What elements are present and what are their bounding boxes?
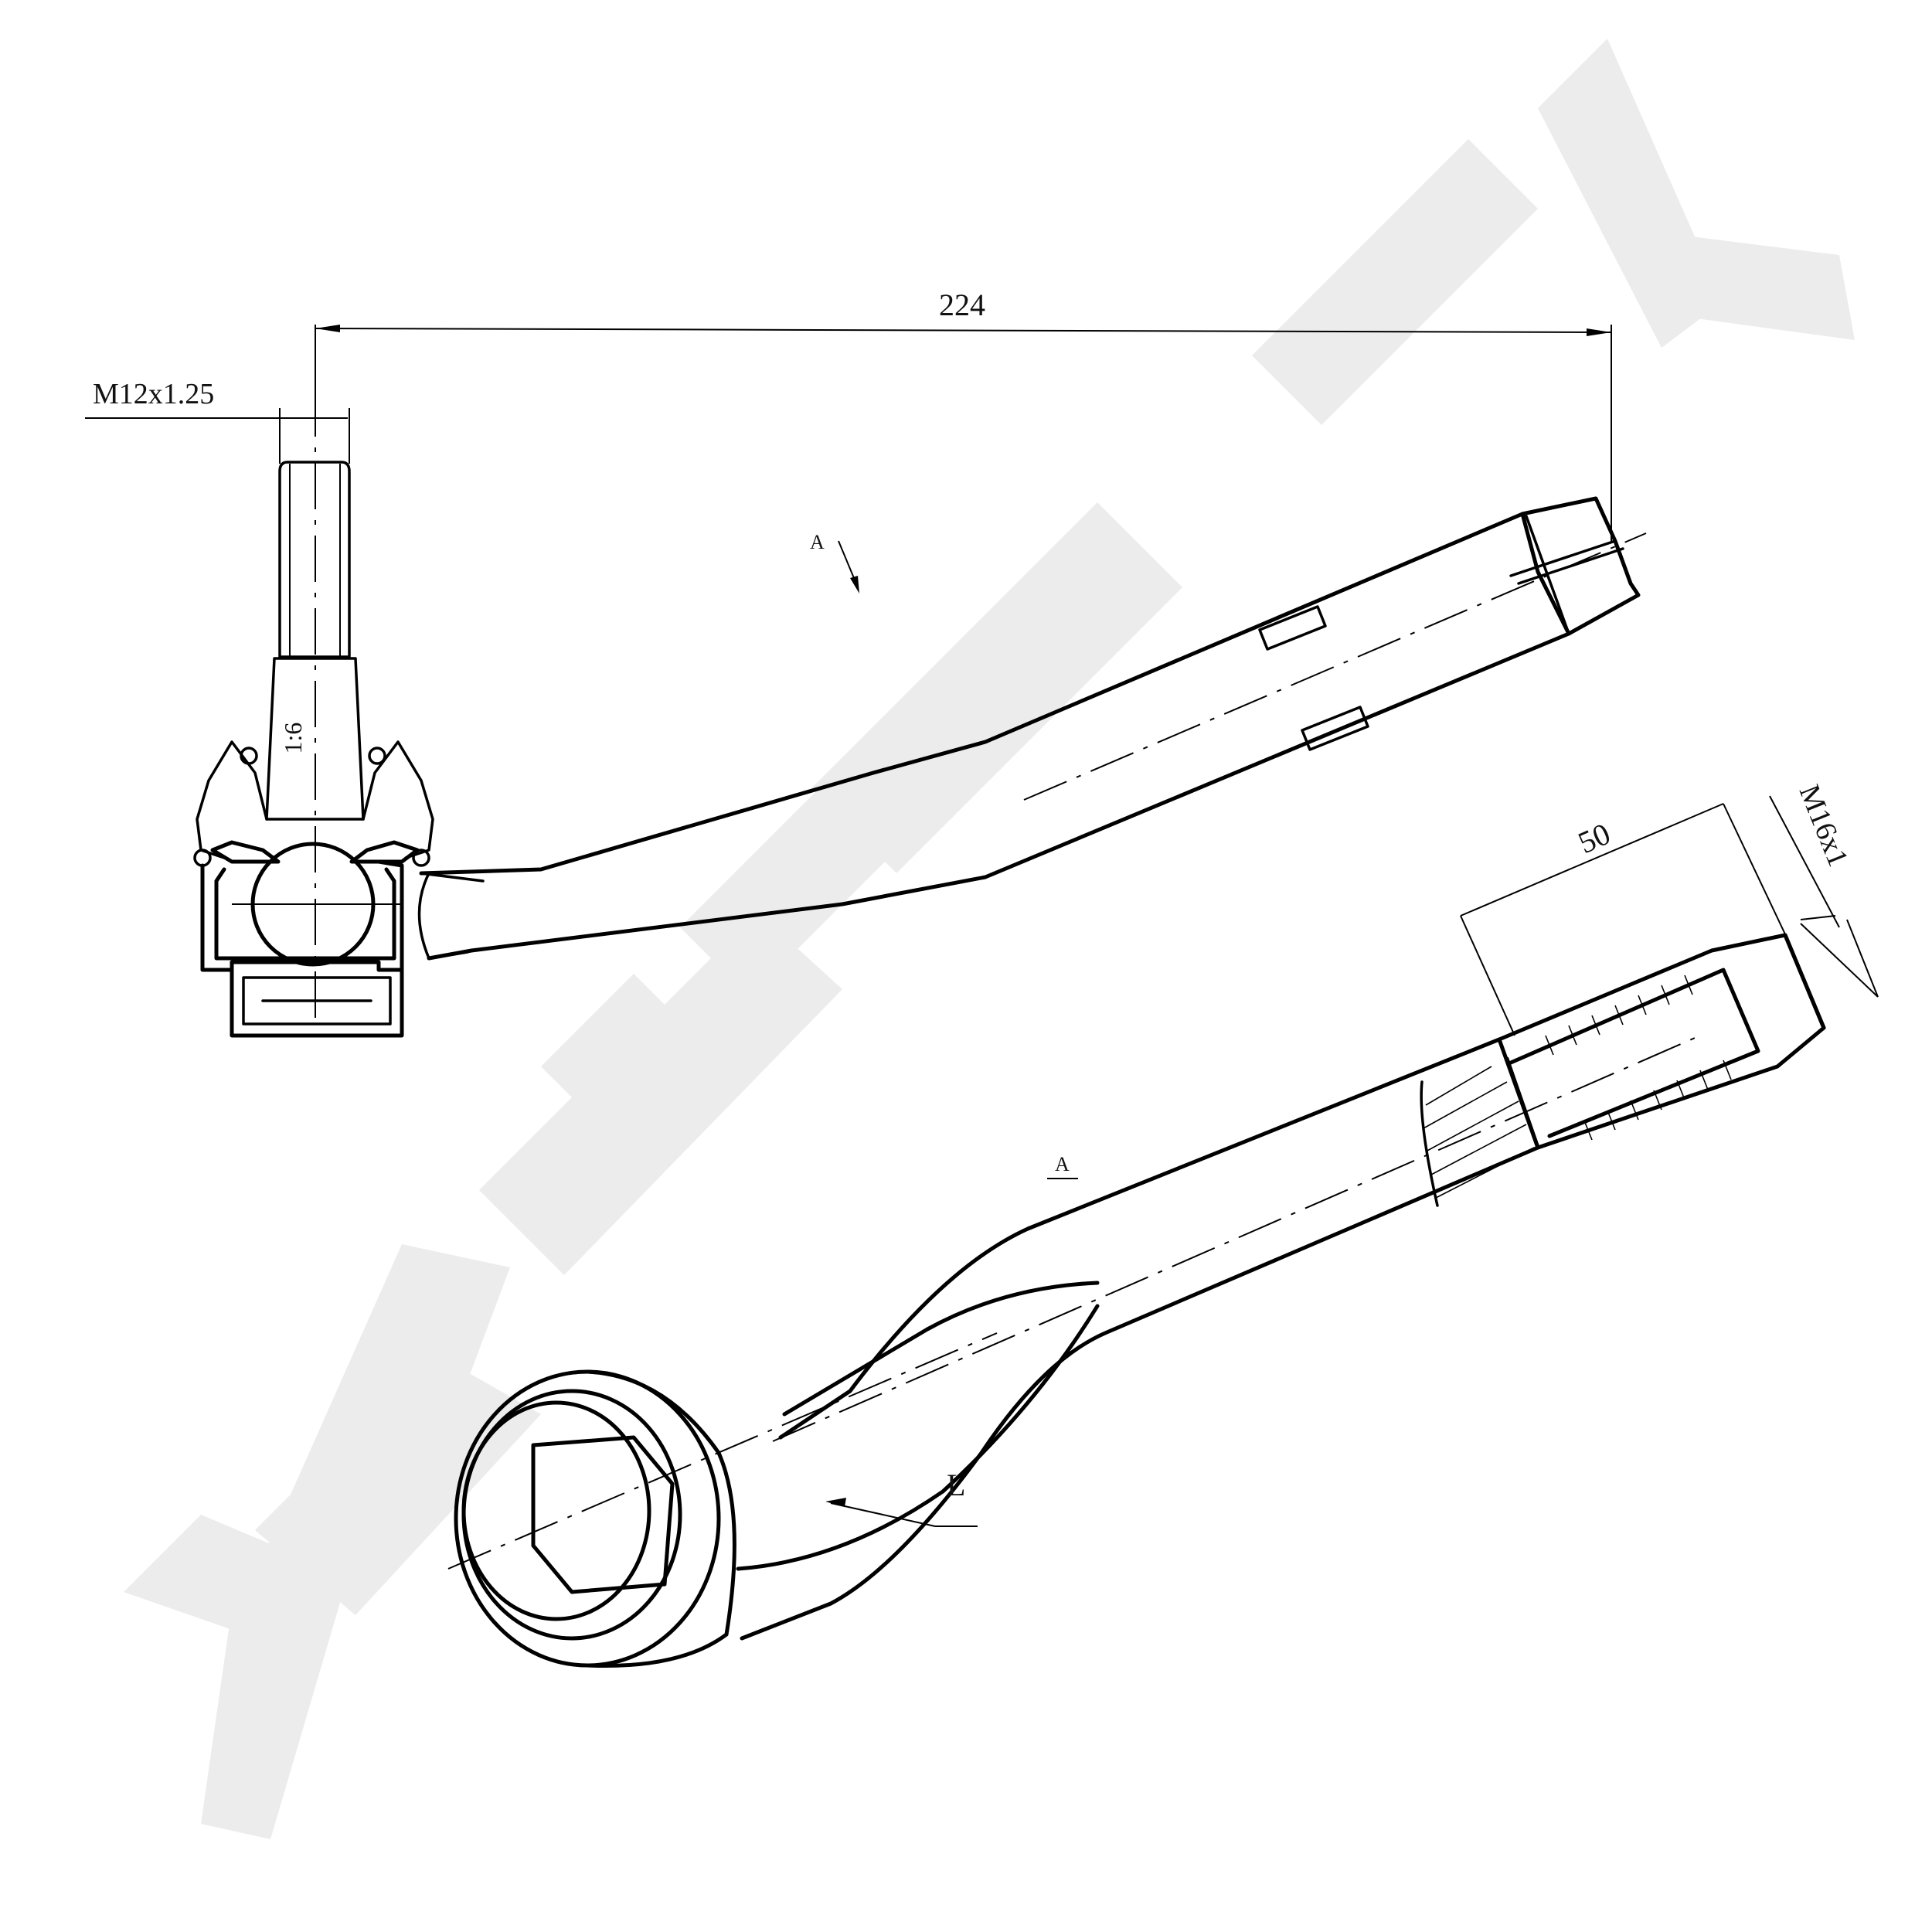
side-label: L	[947, 1468, 965, 1502]
side-view: 50 M16x1	[447, 781, 1879, 1668]
view-mark-top: A	[810, 531, 825, 553]
taper-label: 1:6	[279, 723, 307, 754]
thread-hatching	[1545, 975, 1732, 1141]
view-mark-side: A	[1055, 1153, 1070, 1175]
dimension-stud-thread: M12x1.25	[93, 378, 214, 410]
top-view: 224 M12x1.25 1:6	[85, 287, 1647, 1038]
dimension-overall-length: 224	[939, 287, 985, 322]
dimension-thread-length: 50	[1573, 816, 1615, 860]
section-hatching	[1423, 1066, 1535, 1199]
watermark-logo	[124, 39, 1855, 1839]
